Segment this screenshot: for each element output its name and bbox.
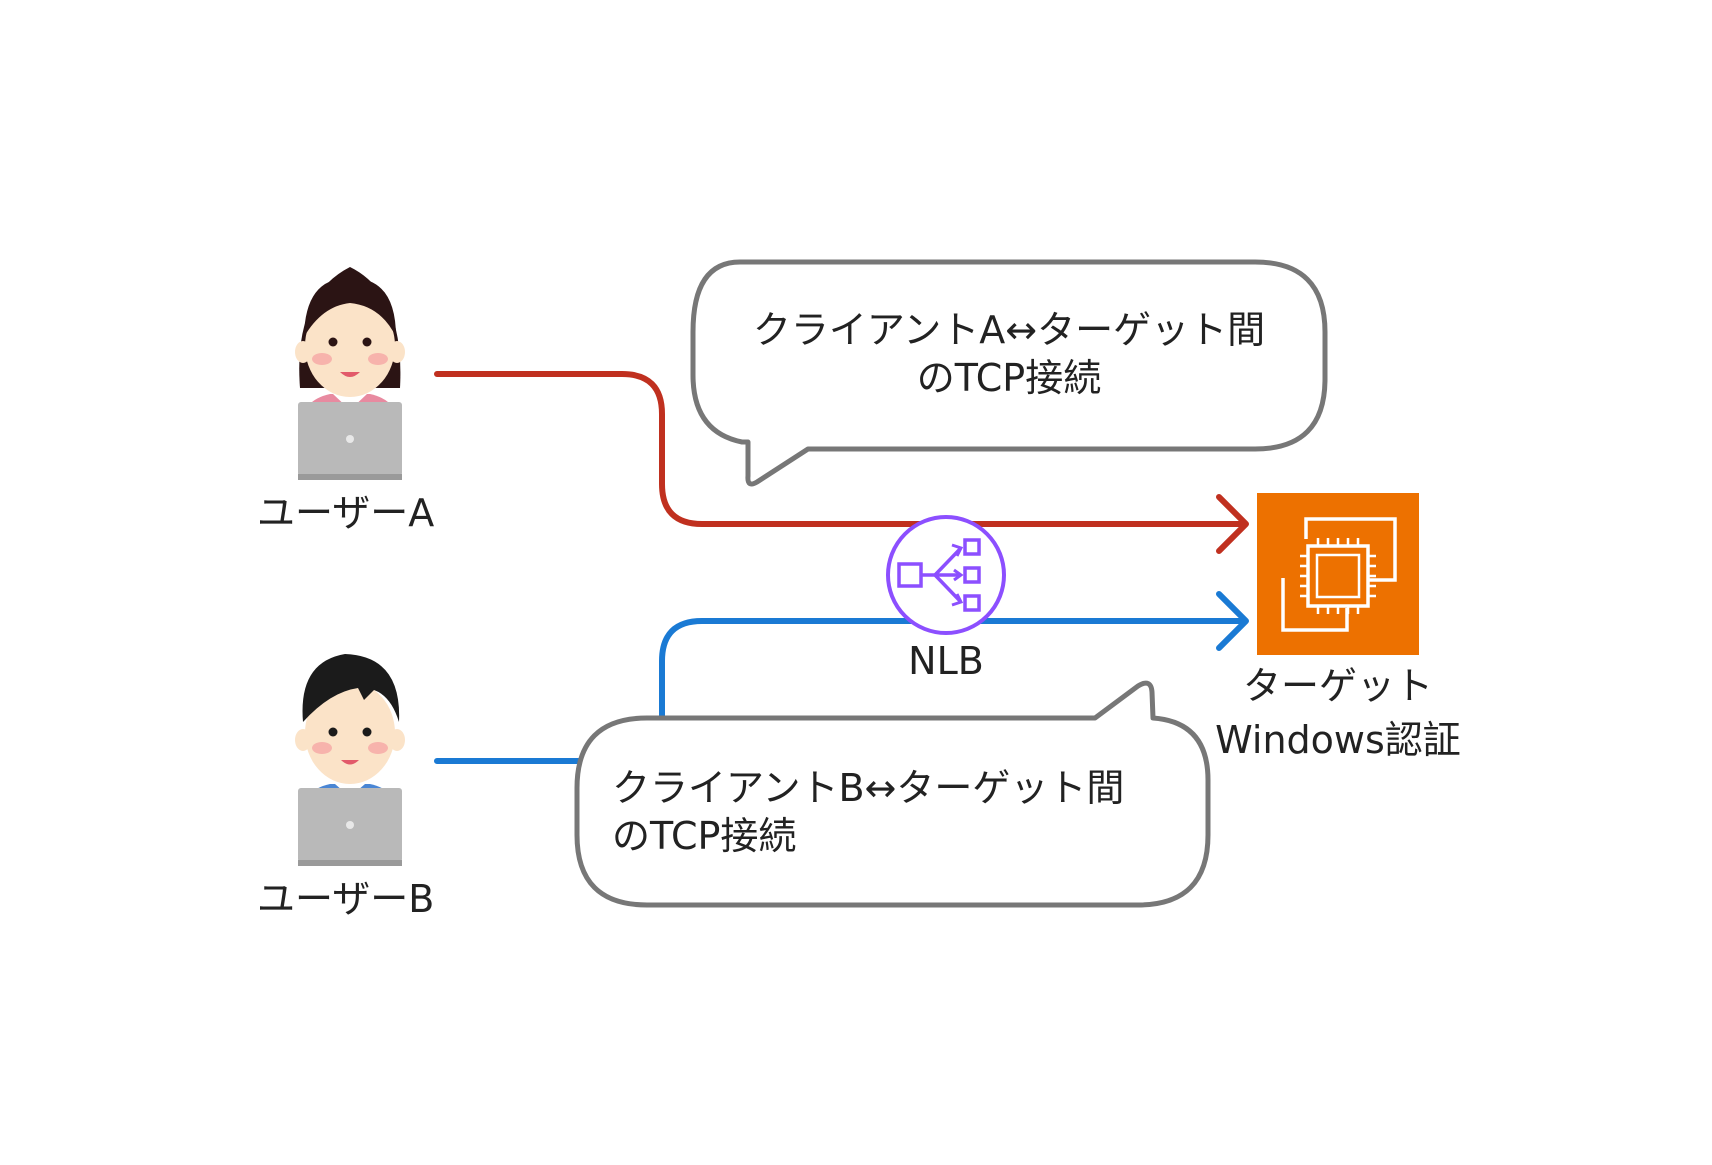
connection-b-line: [434, 618, 1248, 764]
network-load-balancer-icon: [886, 515, 1006, 635]
bubble-a-text: クライアントA↔ターゲット間 のTCP接続: [693, 306, 1325, 402]
connection-a-line: [434, 371, 1248, 527]
target-label-line2: Windows認証: [1215, 718, 1461, 762]
user-b-label: ユーザーB: [257, 877, 435, 921]
speech-bubble-b: [574, 680, 1211, 908]
connection-b-arrowhead: [1216, 591, 1249, 651]
ec2-instance-icon: [1257, 493, 1419, 655]
nlb-label: NLB: [908, 639, 984, 683]
user-a-avatar: [295, 267, 405, 480]
bubble-b-line1: クライアントB↔ターゲット間: [612, 766, 1125, 810]
bubble-b-text: クライアントB↔ターゲット間 のTCP接続: [612, 764, 1124, 860]
speech-bubble-a: [690, 259, 1328, 487]
user-a-label: ユーザーA: [257, 491, 435, 535]
bubble-a-line2: のTCP接続: [916, 356, 1102, 400]
user-b-avatar: [295, 654, 405, 866]
connection-a-arrowhead: [1216, 494, 1249, 554]
bubble-a-line1: クライアントA↔ターゲット間: [752, 308, 1266, 352]
target-label-line1: ターゲット: [1242, 664, 1433, 708]
bubble-b-line2: のTCP接続: [612, 814, 797, 858]
